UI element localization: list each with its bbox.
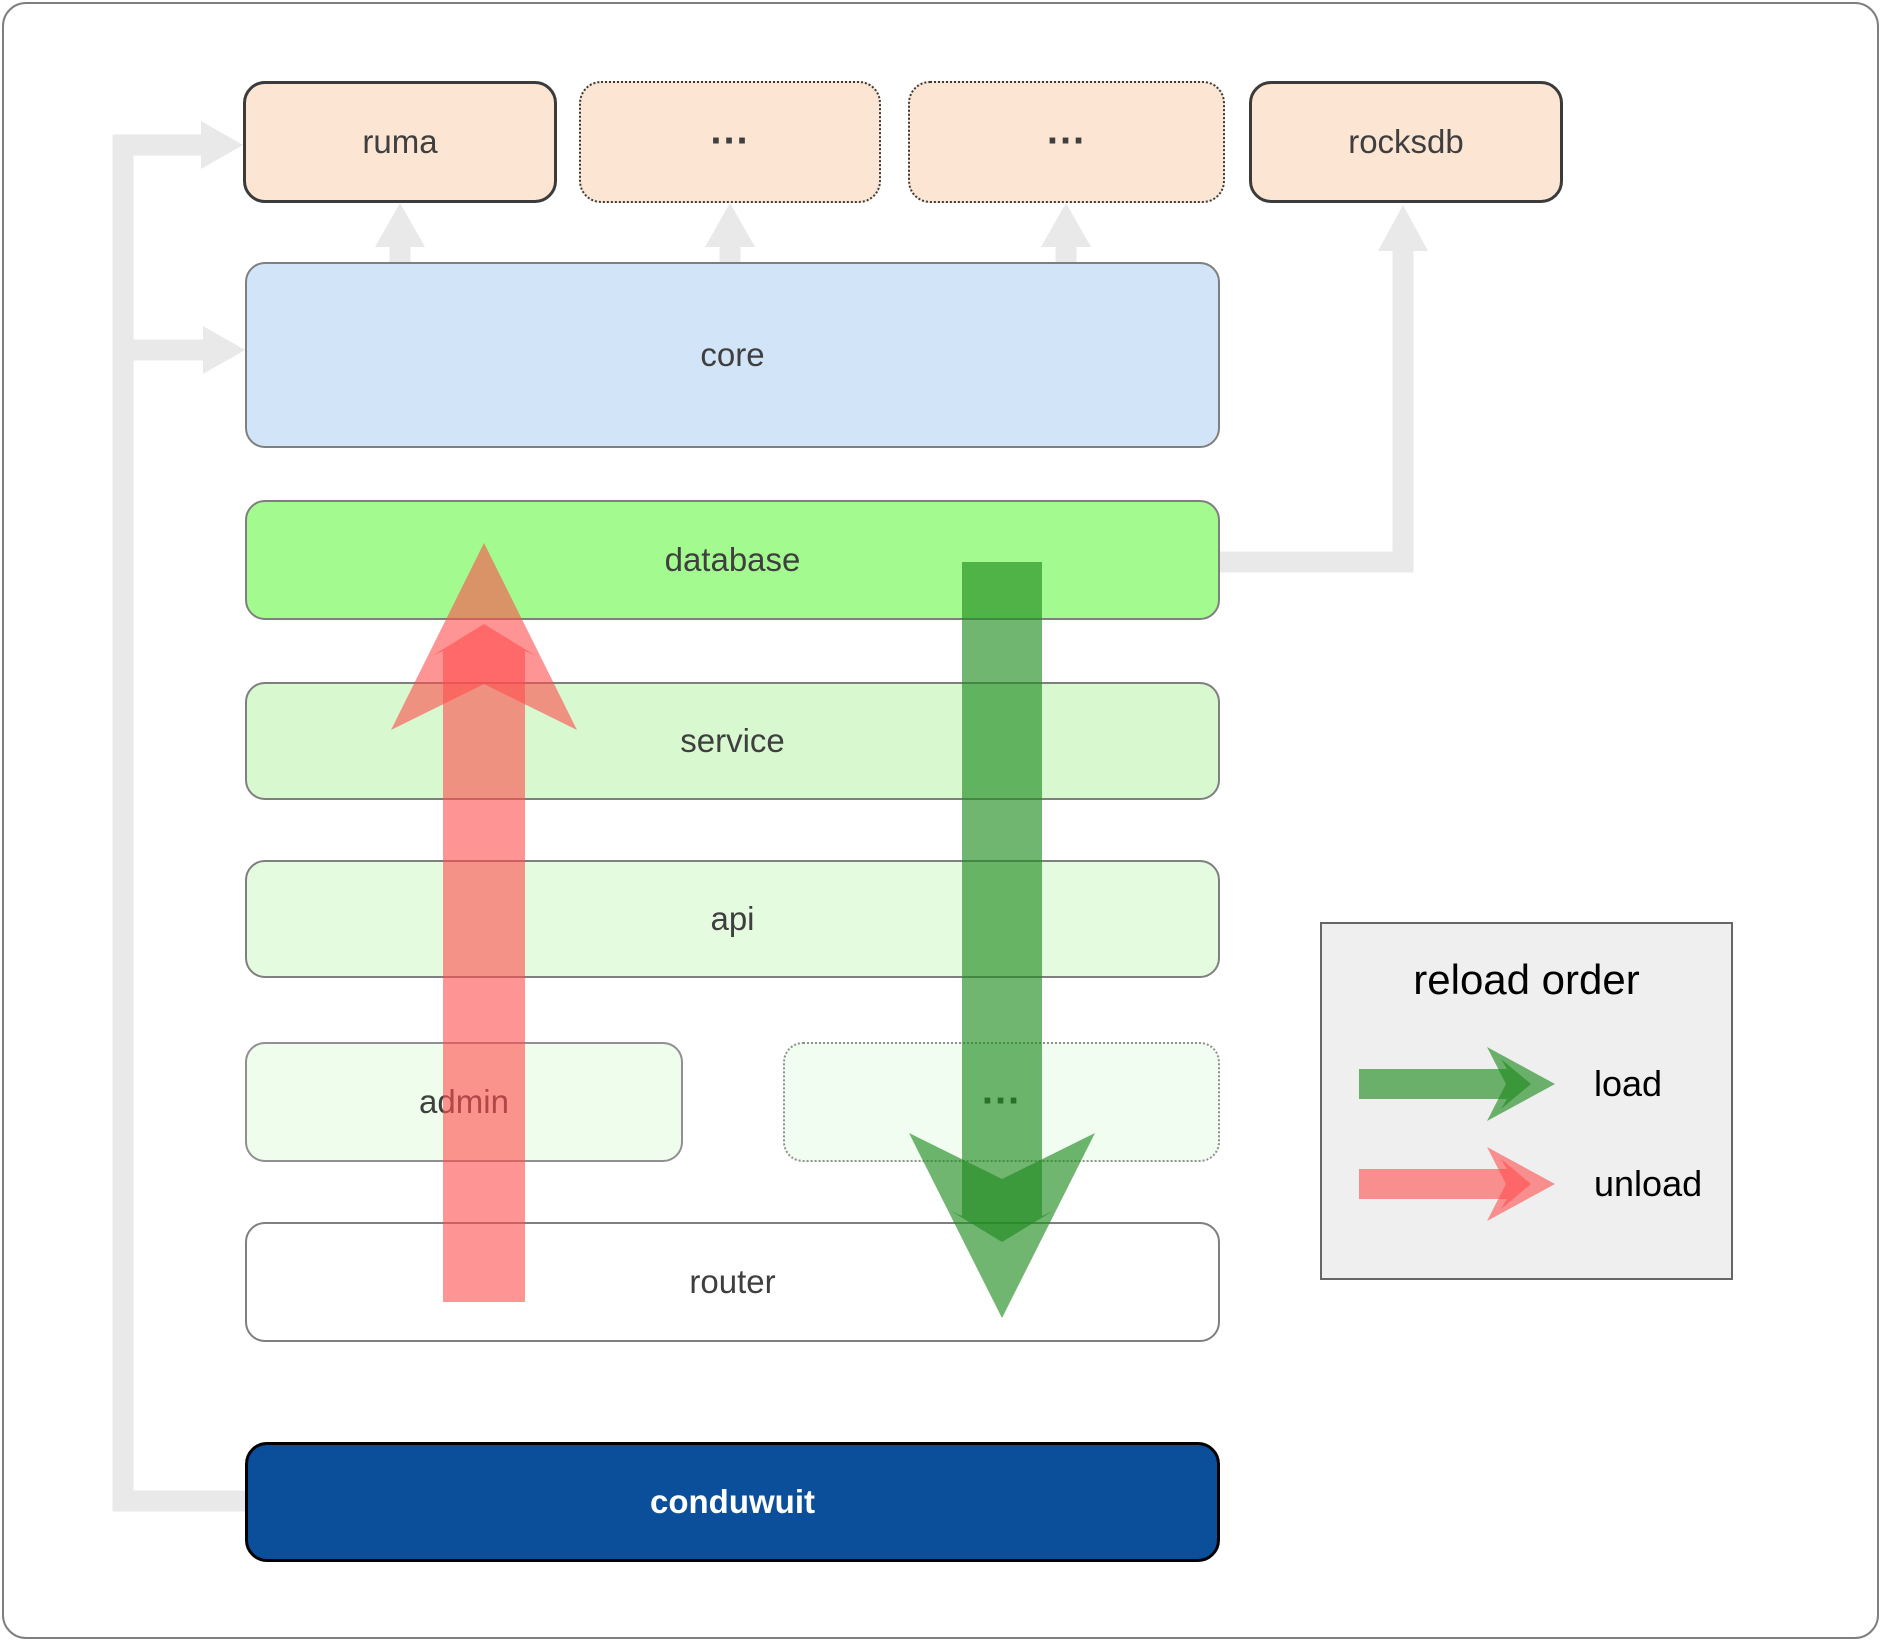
node-service: service bbox=[245, 682, 1220, 800]
arrowhead-into-core-icon bbox=[203, 326, 245, 374]
node-other-modules-label: ... bbox=[981, 1067, 1022, 1112]
node-database: database bbox=[245, 500, 1220, 620]
node-external-top-left-label: ... bbox=[710, 107, 750, 152]
node-admin: admin bbox=[245, 1042, 683, 1162]
node-router-label: router bbox=[689, 1263, 776, 1300]
node-external-top-right-label: ... bbox=[1046, 107, 1087, 152]
connector-database-to-rocksdb-line bbox=[1220, 249, 1414, 573]
legend-item-unload: unload bbox=[1594, 1163, 1703, 1204]
node-ruma: ruma bbox=[243, 81, 557, 203]
node-core-label: core bbox=[700, 336, 765, 373]
node-external-top-left: ... bbox=[579, 81, 881, 203]
node-rocksdb: rocksdb bbox=[1249, 81, 1563, 203]
unload-arrow-icon bbox=[1359, 1147, 1555, 1221]
legend-title: reload order bbox=[1413, 956, 1640, 1003]
arrowhead-core-to-ext2-icon bbox=[1041, 203, 1091, 247]
node-ruma-label: ruma bbox=[362, 123, 438, 160]
arrowhead-into-ruma-icon bbox=[201, 121, 243, 169]
node-conduwuit-label: conduwuit bbox=[650, 1483, 815, 1520]
arrowhead-into-rocksdb-icon bbox=[1378, 205, 1428, 251]
node-other-modules: ... bbox=[783, 1042, 1220, 1162]
arrowhead-core-to-ext1-icon bbox=[705, 203, 755, 247]
node-core: core bbox=[245, 262, 1220, 448]
node-external-top-right: ... bbox=[908, 81, 1225, 203]
node-api-label: api bbox=[710, 900, 755, 937]
node-api: api bbox=[245, 860, 1220, 978]
legend-item-load: load bbox=[1594, 1063, 1663, 1104]
node-router: router bbox=[245, 1222, 1220, 1342]
node-service-label: service bbox=[680, 722, 785, 759]
load-arrow-icon bbox=[1359, 1047, 1555, 1121]
node-conduwuit: conduwuit bbox=[245, 1442, 1220, 1562]
node-database-label: database bbox=[664, 541, 801, 578]
arrowhead-core-to-ruma-icon bbox=[375, 203, 425, 247]
node-admin-label: admin bbox=[419, 1083, 509, 1120]
legend: reload order load unload bbox=[1320, 922, 1733, 1280]
connector-conduwuit-to-ruma-line bbox=[112, 134, 245, 1512]
node-rocksdb-label: rocksdb bbox=[1348, 123, 1464, 160]
